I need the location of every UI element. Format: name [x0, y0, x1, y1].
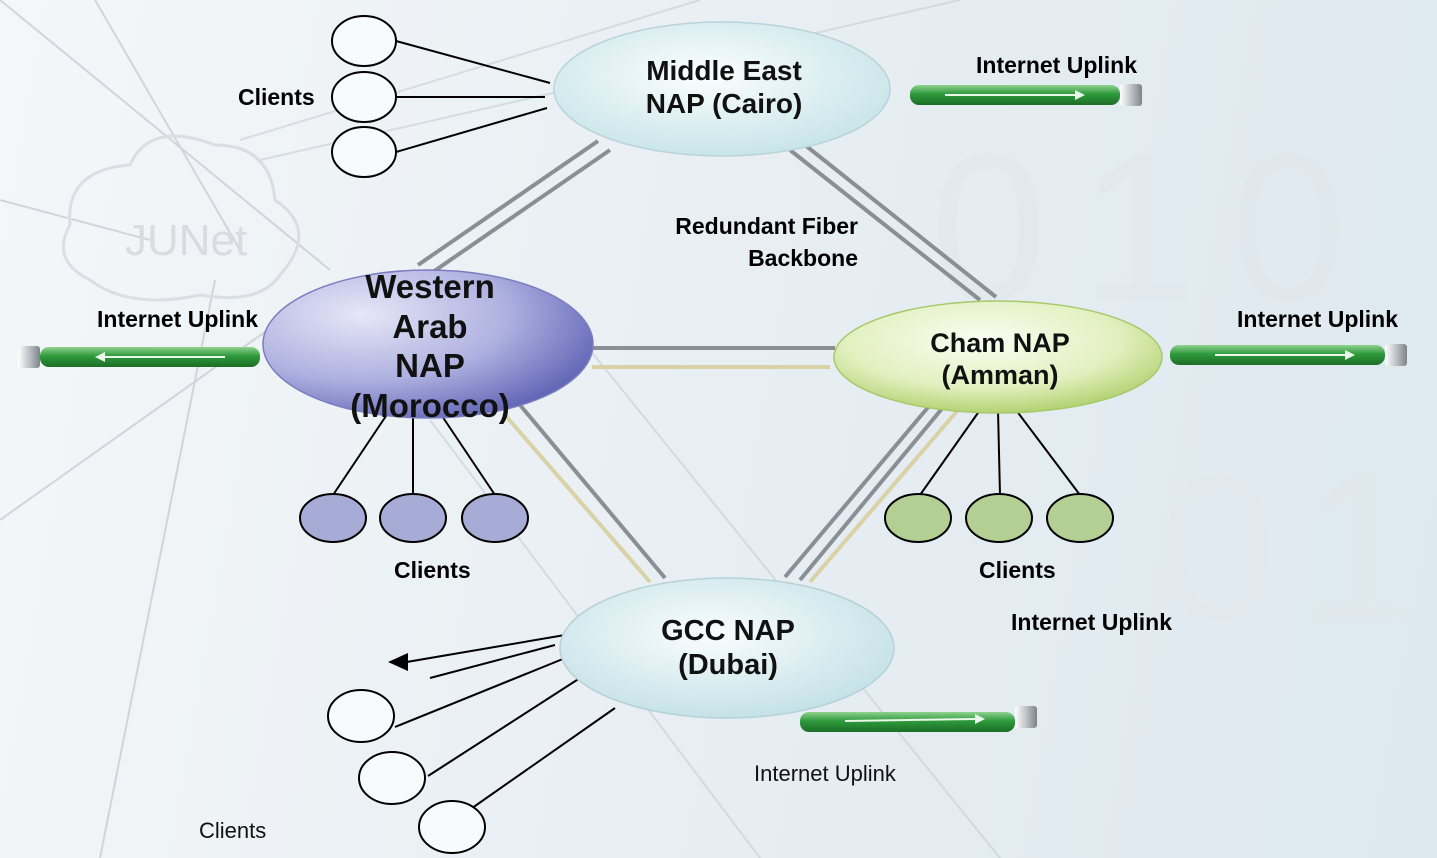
- nap-label-line: Middle East: [646, 55, 802, 86]
- nap-node-cairo: [553, 21, 891, 157]
- nap-label-line: NAP (Cairo): [645, 88, 803, 120]
- nap-label-cairo: Middle East NAP (Cairo): [600, 54, 848, 120]
- arrow-right-icon: [1345, 350, 1355, 360]
- amman-client-lines: [919, 409, 1081, 496]
- nap-label-line: Cham NAP: [930, 328, 1070, 358]
- fiber-link-cairo-morocco: [416, 139, 612, 276]
- client-node: [379, 493, 447, 543]
- dubai-uplink-label-bottom: Internet Uplink: [754, 761, 896, 786]
- client-node: [418, 800, 486, 854]
- arrow-right-icon: [1075, 90, 1085, 100]
- cairo-clients: [331, 15, 397, 178]
- client-node: [299, 493, 367, 543]
- nap-label-line: Arab: [392, 307, 468, 345]
- morocco-uplink-label: Internet Uplink: [97, 306, 259, 332]
- nap-label-line: (Morocco): [350, 386, 510, 424]
- uplink-bar-amman: [1170, 344, 1407, 366]
- cairo-client-lines: [395, 40, 551, 153]
- client-node: [331, 15, 397, 67]
- amman-clients-label: Clients: [979, 557, 1056, 583]
- client-node: [461, 493, 529, 543]
- client-node: [358, 751, 426, 805]
- cairo-clients-label: Clients: [238, 84, 315, 110]
- fiber-link-morocco-dubai: [503, 403, 667, 584]
- dubai-uplink-label-top: Internet Uplink: [1011, 609, 1173, 635]
- client-node: [884, 493, 952, 543]
- nap-label-dubai: GCC NAP (Dubai): [618, 614, 838, 682]
- client-node: [331, 71, 397, 123]
- fiber-link-morocco-amman: [592, 346, 835, 369]
- backbone-label-line: Backbone: [748, 244, 858, 271]
- nap-label-line: Western: [365, 268, 495, 305]
- morocco-clients: [299, 493, 529, 543]
- nap-label-morocco: Western Arab NAP (Morocco): [320, 267, 540, 425]
- background-digit: 1: [1080, 110, 1197, 345]
- amman-clients: [884, 493, 1114, 543]
- arrow-left-icon: [95, 352, 105, 362]
- nap-node-morocco: [262, 269, 594, 419]
- backbone-label: Redundant Fiber Backbone: [630, 211, 858, 274]
- backbone-label-line: Redundant Fiber: [675, 213, 858, 239]
- background-digit: 0: [1160, 430, 1277, 665]
- nap-node-dubai: [559, 577, 895, 719]
- client-node: [327, 689, 395, 743]
- arrow-right-icon: [975, 714, 985, 724]
- fiber-link-amman-dubai: [783, 403, 960, 584]
- nap-label-line: GCC NAP: [661, 615, 795, 647]
- nap-label-amman: Cham NAP (Amman): [880, 328, 1120, 392]
- nap-node-amman: [833, 300, 1163, 414]
- client-node: [331, 126, 397, 178]
- fiber-link-cairo-amman: [788, 143, 998, 302]
- nap-label-line: (Dubai): [678, 649, 778, 682]
- cairo-uplink-label: Internet Uplink: [976, 52, 1138, 78]
- dubai-client-lines: [388, 634, 616, 821]
- uplink-bar-morocco: [18, 346, 260, 368]
- nap-label-line: (Amman): [941, 359, 1059, 390]
- dubai-arrowhead: [388, 653, 408, 671]
- uplink-bar-dubai: [800, 706, 1037, 732]
- background-watermark-text: JUNet: [125, 216, 247, 265]
- uplink-bar-cairo: [910, 84, 1142, 106]
- nap-label-line: NAP: [395, 347, 465, 385]
- background-digit: 1: [1300, 430, 1417, 665]
- amman-uplink-label: Internet Uplink: [1237, 306, 1399, 332]
- client-node: [965, 493, 1033, 543]
- background-digit: 0: [1230, 110, 1347, 345]
- dubai-clients-label: Clients: [199, 818, 267, 843]
- client-node: [1046, 493, 1114, 543]
- morocco-client-lines: [332, 409, 496, 496]
- dubai-clients: [327, 689, 486, 854]
- morocco-clients-label: Clients: [394, 557, 471, 583]
